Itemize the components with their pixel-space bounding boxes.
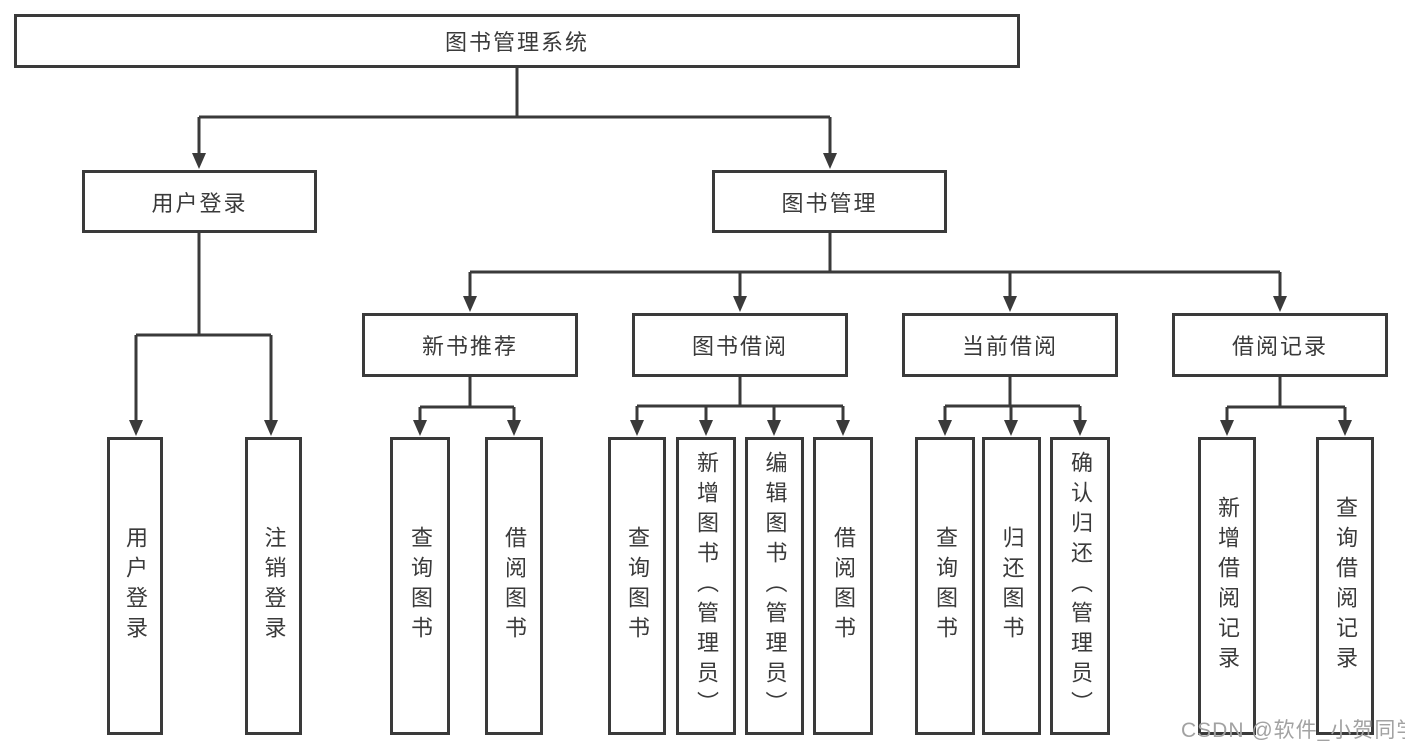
node-book-management-label: 图书管理: [781, 190, 878, 216]
connector-borrow-records: [1220, 377, 1352, 436]
node-new-book-recommend: 新书推荐: [362, 313, 578, 377]
node-root-label: 图书管理系统: [444, 30, 589, 55]
node-book-borrowing-label: 图书借阅: [691, 334, 788, 359]
node-user-login-label: 用户登录: [151, 190, 248, 216]
leaf-current-return-books-label: 归还图书: [999, 526, 1025, 646]
connector-new-book-recommend: [413, 377, 521, 436]
connector-current-borrowing: [938, 377, 1087, 436]
leaf-records-add-record: 新增借阅记录: [1198, 437, 1256, 735]
leaf-borrowing-add-books: 新增图书（管理员）: [676, 437, 736, 735]
csdn-watermark: CSDN @软件_小贺同学: [1181, 719, 1405, 742]
leaf-records-add-record-label: 新增借阅记录: [1215, 496, 1240, 676]
leaf-current-query-books-label: 查询图书: [933, 526, 958, 646]
leaf-recommend-borrow-books: 借阅图书: [485, 437, 543, 735]
leaf-current-return-books: 归还图书: [982, 437, 1041, 735]
connector-root: [192, 68, 837, 169]
node-new-book-recommend-label: 新书推荐: [421, 334, 518, 359]
leaf-logout: 注销登录: [245, 437, 302, 735]
node-book-management: 图书管理: [712, 170, 947, 233]
leaf-current-confirm-return: 确认归还（管理员）: [1050, 437, 1110, 735]
leaf-logout-label: 注销登录: [261, 526, 287, 646]
connector-book-management: [463, 233, 1287, 312]
node-current-borrowing: 当前借阅: [902, 313, 1118, 377]
leaf-current-query-books: 查询图书: [915, 437, 975, 735]
node-user-login: 用户登录: [82, 170, 317, 233]
leaf-borrowing-edit-books-label: 编辑图书（管理员）: [762, 451, 788, 721]
node-borrow-records-label: 借阅记录: [1231, 334, 1328, 359]
leaf-recommend-query-books: 查询图书: [390, 437, 450, 735]
connector-book-borrowing: [630, 377, 850, 436]
leaf-borrowing-query-books-label: 查询图书: [625, 526, 650, 646]
node-book-borrowing: 图书借阅: [632, 313, 848, 377]
leaf-borrowing-borrow-books-label: 借阅图书: [831, 526, 856, 646]
leaf-records-query-record: 查询借阅记录: [1316, 437, 1374, 735]
leaf-borrowing-borrow-books: 借阅图书: [813, 437, 873, 735]
leaf-borrowing-add-books-label: 新增图书（管理员）: [694, 451, 719, 721]
node-current-borrowing-label: 当前借阅: [961, 334, 1058, 359]
leaf-recommend-query-books-label: 查询图书: [408, 526, 433, 646]
node-borrow-records: 借阅记录: [1172, 313, 1388, 377]
leaf-user-login: 用户登录: [107, 437, 163, 735]
node-root: 图书管理系统: [14, 14, 1020, 68]
leaf-current-confirm-return-label: 确认归还（管理员）: [1068, 451, 1093, 721]
leaf-borrowing-edit-books: 编辑图书（管理员）: [745, 437, 804, 735]
leaf-recommend-borrow-books-label: 借阅图书: [502, 526, 527, 646]
leaf-borrowing-query-books: 查询图书: [608, 437, 666, 735]
connector-user-login: [129, 233, 278, 436]
leaf-user-login-label: 用户登录: [123, 526, 148, 646]
leaf-records-query-record-label: 查询借阅记录: [1333, 496, 1358, 676]
